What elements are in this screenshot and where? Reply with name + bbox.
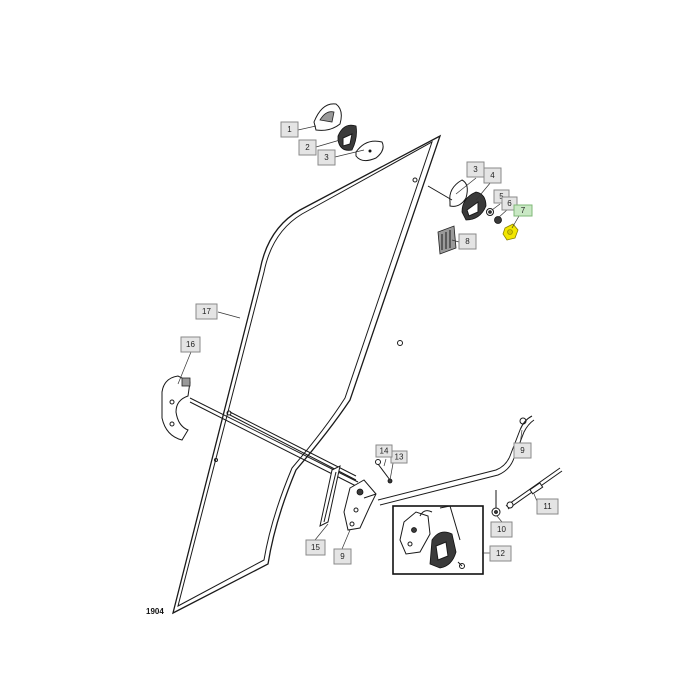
callout-15-label: 15 <box>311 543 320 552</box>
callout-16-label: 16 <box>186 340 195 349</box>
hinge-bracket-part <box>161 375 191 441</box>
callout-6-label: 6 <box>507 199 512 208</box>
callout-1-label: 1 <box>287 125 292 134</box>
cable-part <box>505 467 563 510</box>
callout-13: 13 <box>390 450 408 464</box>
callout-3-left-label: 3 <box>324 153 329 162</box>
callout-14-label: 14 <box>380 447 389 456</box>
callout-1: 1 <box>280 121 299 138</box>
door-glass-panel <box>172 134 442 615</box>
callout-7-label: 7 <box>521 206 526 215</box>
callout-2: 2 <box>298 139 317 156</box>
callout-14: 14 <box>375 444 393 458</box>
callout-7-highlighted: 7 <box>513 204 533 217</box>
callout-9-right-label: 9 <box>520 446 525 455</box>
callout-4-label: 4 <box>490 171 495 180</box>
callout-11-label: 11 <box>543 502 552 511</box>
screw-part <box>375 459 393 484</box>
callout-9-right: 9 <box>513 442 532 459</box>
callout-9-bottom-label: 9 <box>340 552 345 561</box>
callout-15: 15 <box>305 539 326 556</box>
clip-part <box>491 490 501 517</box>
spring-link-part <box>319 465 341 527</box>
callout-6: 6 <box>501 196 518 211</box>
figure-id: 1904 <box>146 607 164 616</box>
callout-11: 11 <box>536 498 559 515</box>
washer-part <box>486 208 494 216</box>
callout-4: 4 <box>483 167 502 184</box>
latch-body-part <box>343 479 377 531</box>
callout-17: 17 <box>195 303 218 320</box>
callout-16: 16 <box>180 336 201 353</box>
callout-3-right: 3 <box>466 161 485 178</box>
callout-9-bottom: 9 <box>333 548 352 565</box>
handle-plate-right-part <box>461 191 487 221</box>
bumper-pad-part <box>437 225 457 255</box>
latch-rod-part <box>189 397 359 487</box>
callout-8: 8 <box>458 233 477 250</box>
lock-washer-part <box>494 216 502 224</box>
callout-12-label: 12 <box>496 549 505 558</box>
nut-highlighted-part <box>502 223 519 241</box>
callout-12: 12 <box>489 545 512 562</box>
gasket-left-part <box>355 140 384 162</box>
callout-17-label: 17 <box>202 307 211 316</box>
callout-3-right-label: 3 <box>473 165 478 174</box>
upper-handle-part <box>313 103 342 131</box>
callout-13-label: 13 <box>395 453 404 462</box>
callout-8-label: 8 <box>465 237 470 246</box>
latch-detail-inset <box>392 505 484 575</box>
callout-10-label: 10 <box>497 525 506 534</box>
callout-3-left: 3 <box>317 149 336 166</box>
callout-10: 10 <box>490 521 513 538</box>
callout-2-label: 2 <box>305 143 310 152</box>
latch-plate-part <box>337 124 357 151</box>
gasket-right-part <box>427 179 468 207</box>
